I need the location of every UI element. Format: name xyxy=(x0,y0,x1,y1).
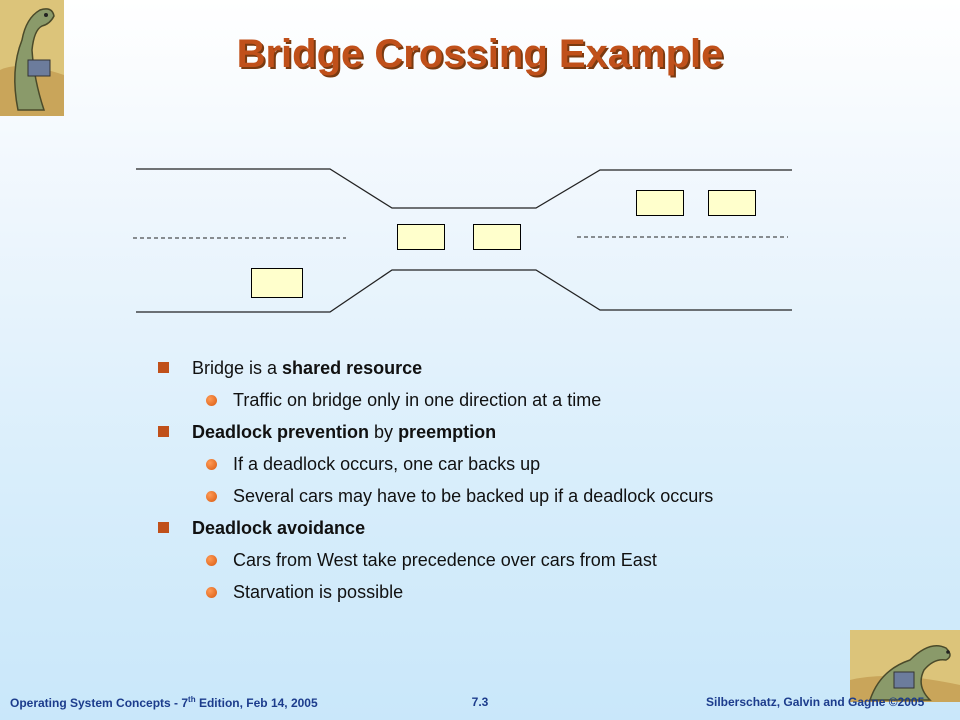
bullet-list: Bridge is a shared resource Traffic on b… xyxy=(158,355,858,611)
bullet-item: Deadlock prevention by preemption xyxy=(158,419,858,451)
bullet-item: Bridge is a shared resource xyxy=(158,355,858,387)
footer-course: Operating System Concepts - 7th Edition,… xyxy=(10,695,318,710)
round-bullet-icon xyxy=(206,555,217,566)
footer-authors: Silberschatz, Galvin and Gagne ©2005 xyxy=(706,695,925,709)
square-bullet-icon xyxy=(158,426,169,437)
car-bridge-1 xyxy=(397,224,445,250)
sub-bullet-item: Several cars may have to be backed up if… xyxy=(158,483,858,515)
sub-bullet-item: Traffic on bridge only in one direction … xyxy=(158,387,858,419)
road-top-edge xyxy=(136,168,792,209)
footer-slide-number: 7.3 xyxy=(471,695,489,709)
sub-bullet-item: Starvation is possible xyxy=(158,579,858,611)
slide-title: Bridge Crossing Example xyxy=(236,32,724,76)
square-bullet-icon xyxy=(158,362,169,373)
road-bottom-edge xyxy=(136,269,792,313)
car-east-2 xyxy=(708,190,756,216)
car-east-1 xyxy=(636,190,684,216)
round-bullet-icon xyxy=(206,587,217,598)
dinosaur-logo-top xyxy=(0,0,64,116)
square-bullet-icon xyxy=(158,522,169,533)
car-west-1 xyxy=(251,268,303,298)
round-bullet-icon xyxy=(206,459,217,470)
round-bullet-icon xyxy=(206,491,217,502)
sub-bullet-item: Cars from West take precedence over cars… xyxy=(158,547,858,579)
bullet-item: Deadlock avoidance xyxy=(158,515,858,547)
sub-bullet-item: If a deadlock occurs, one car backs up xyxy=(158,451,858,483)
car-bridge-2 xyxy=(473,224,521,250)
dinosaur-logo-bottom xyxy=(850,630,960,702)
round-bullet-icon xyxy=(206,395,217,406)
